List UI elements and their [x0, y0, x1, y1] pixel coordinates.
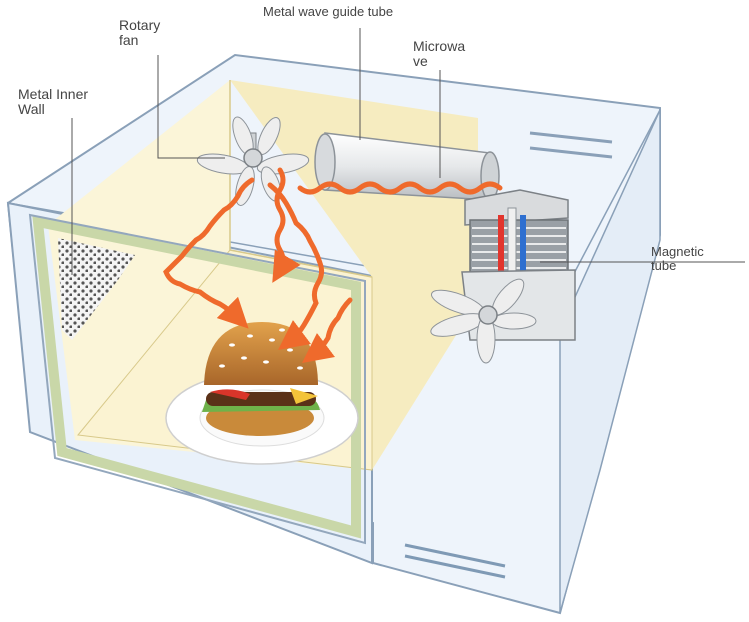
- label-metal-inner-wall: Metal Inner Wall: [18, 87, 88, 117]
- label-rotary-fan-line2: fan: [119, 32, 139, 48]
- label-microwave-line2: ve: [413, 53, 428, 69]
- label-rotary-fan: Rotary fan: [119, 18, 160, 48]
- label-magnetic-tube: Magnetic tube: [651, 245, 704, 273]
- label-microwave: Microwa ve: [413, 39, 465, 69]
- label-magnetic-tube-line2: tube: [651, 258, 677, 273]
- label-microwave-line1: Microwa: [413, 38, 466, 54]
- label-metal-inner-wall-line2: Wall: [18, 101, 45, 117]
- label-rotary-fan-line1: Rotary: [119, 17, 161, 33]
- label-magnetic-tube-line1: Magnetic: [651, 244, 704, 259]
- label-waveguide: Metal wave guide tube: [263, 4, 394, 19]
- label-metal-inner-wall-line1: Metal Inner: [18, 86, 89, 102]
- microwave-paths: [163, 167, 503, 364]
- magnetron-fan: [430, 278, 537, 364]
- leader-lines: [71, 28, 745, 275]
- metal-inner-wall: [58, 238, 135, 340]
- hamburger: [202, 322, 320, 436]
- rotary-fan: [196, 116, 310, 206]
